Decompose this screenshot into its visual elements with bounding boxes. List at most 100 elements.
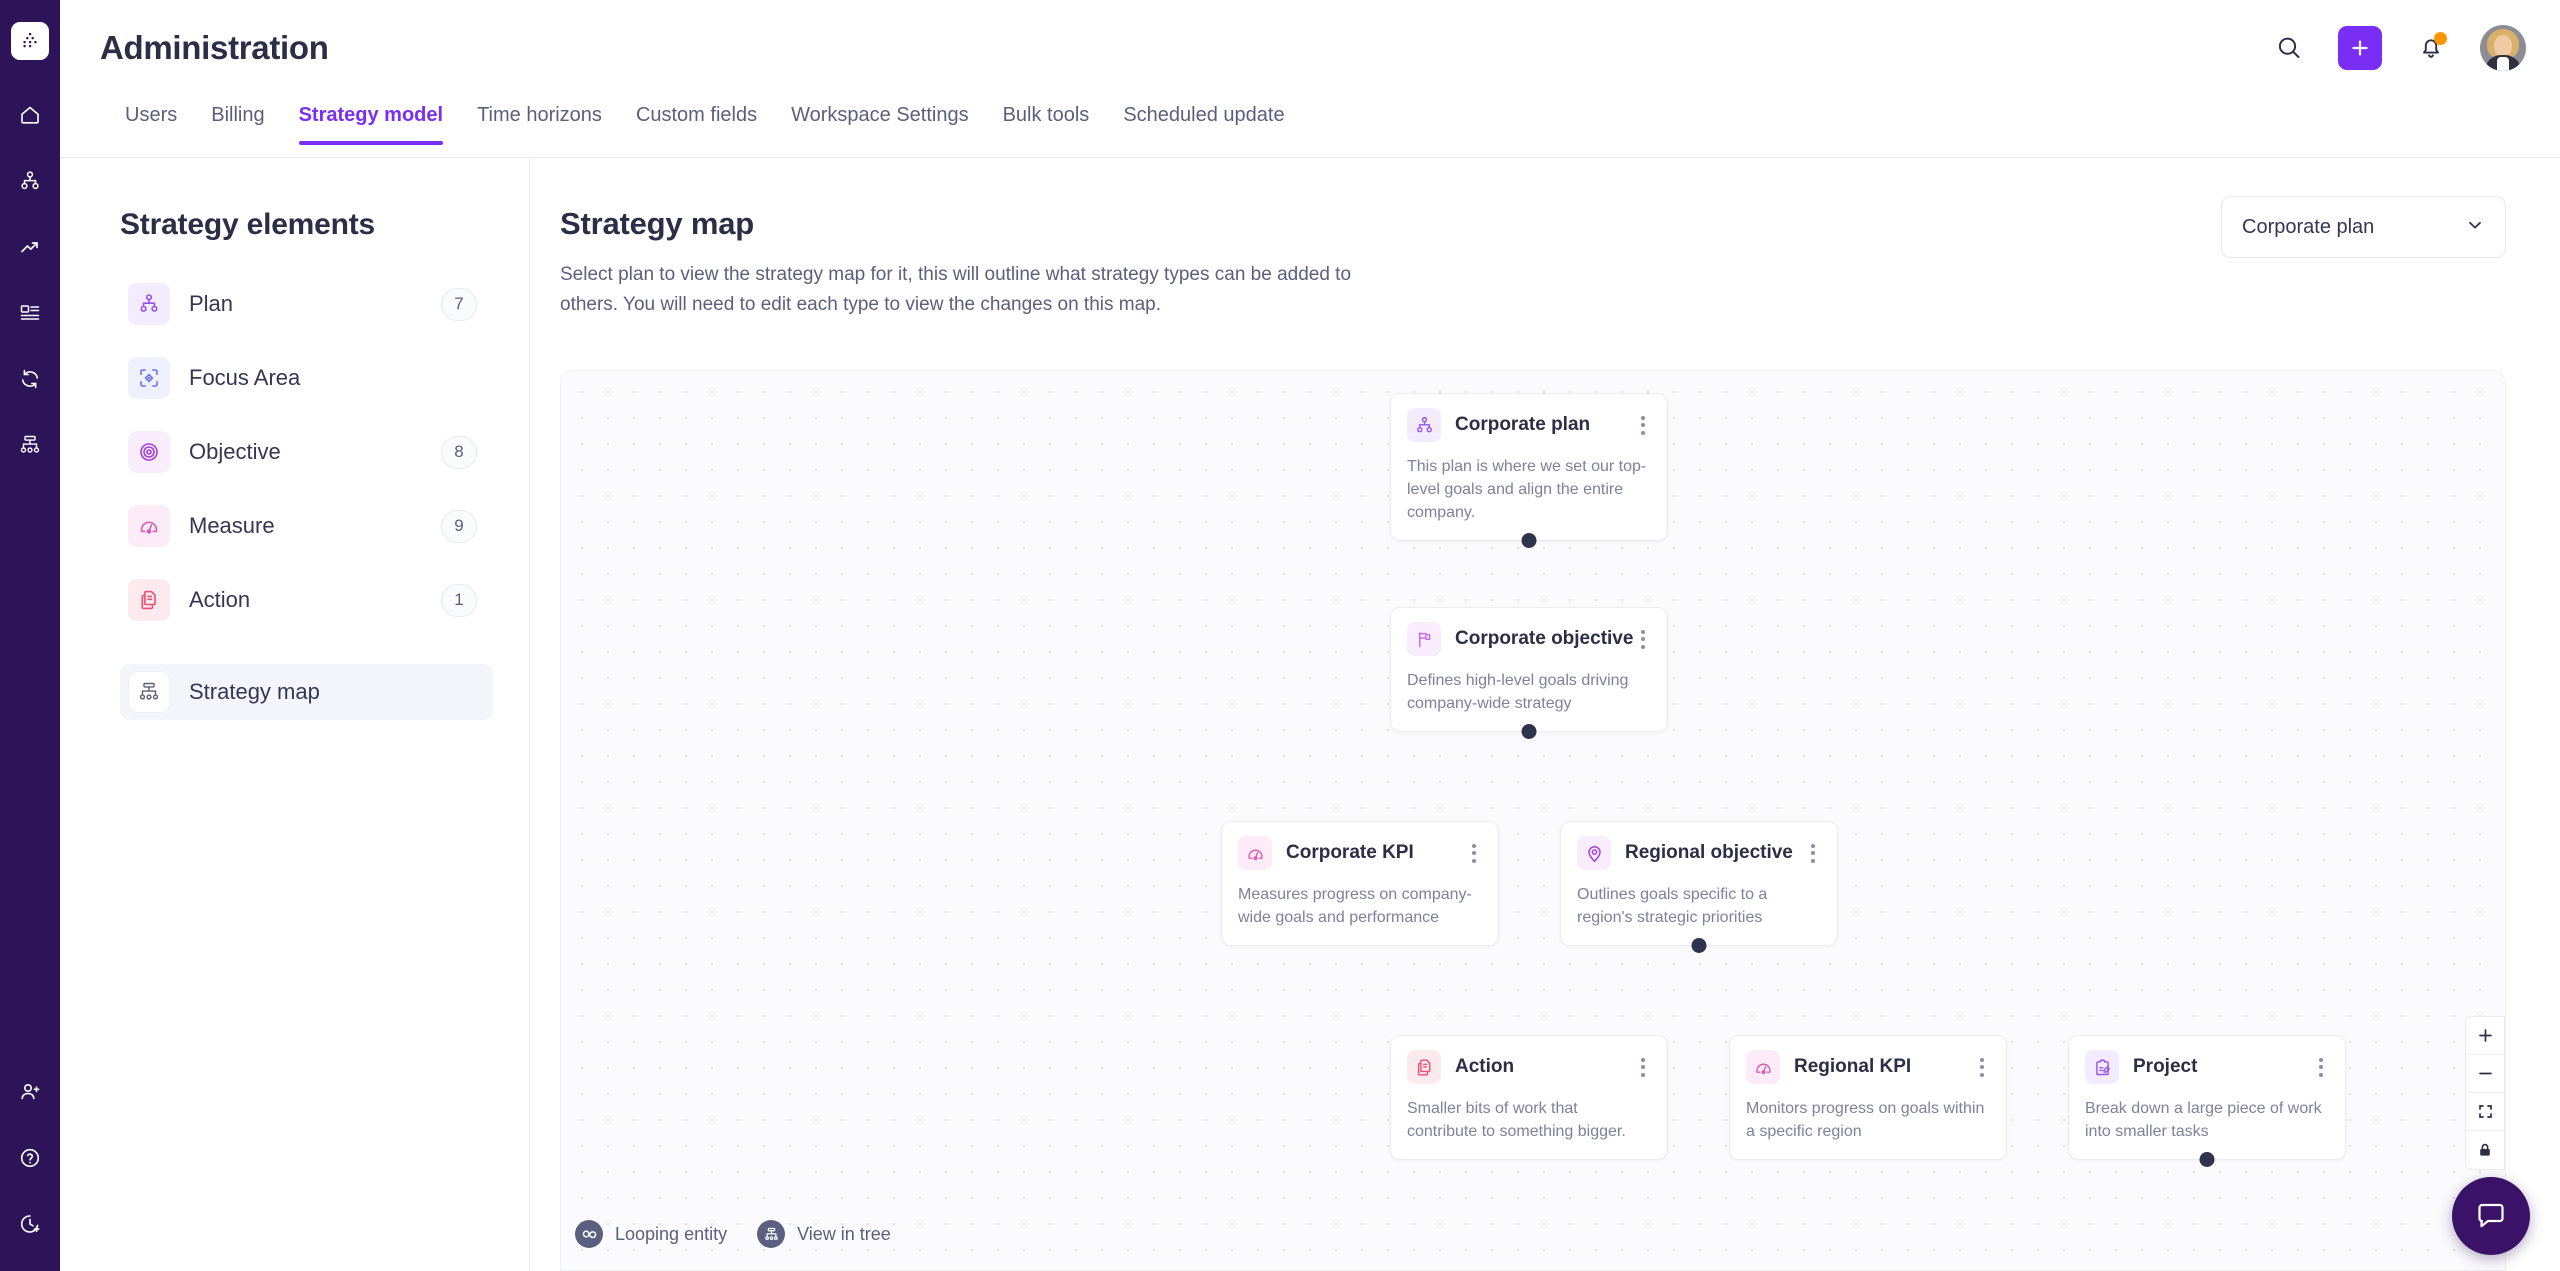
- tab-workspace-settings[interactable]: Workspace Settings: [774, 96, 986, 145]
- strategy-map-icon[interactable]: [17, 432, 43, 458]
- infinity-icon: [575, 1220, 603, 1248]
- sidebar-item-label: Action: [189, 587, 250, 613]
- strategy-elements-list: Plan7Focus AreaObjective8Measure9Action1: [120, 276, 493, 628]
- lock-canvas-button[interactable]: [2466, 1131, 2504, 1169]
- tab-bulk-tools[interactable]: Bulk tools: [986, 96, 1107, 145]
- app-rail: [0, 0, 60, 1271]
- tab-custom-fields[interactable]: Custom fields: [619, 96, 774, 145]
- project-icon: [2085, 1050, 2119, 1084]
- node-menu-icon[interactable]: [2313, 1054, 2329, 1081]
- node-title: Corporate objective: [1455, 628, 1633, 650]
- tab-time-horizons[interactable]: Time horizons: [460, 96, 619, 145]
- schedule-icon[interactable]: [17, 1211, 43, 1237]
- node-title: Corporate KPI: [1286, 842, 1414, 864]
- sidebar-item-count: 7: [441, 288, 477, 321]
- canvas-tool-looping-entity[interactable]: Looping entity: [575, 1220, 727, 1248]
- action-icon: [128, 579, 170, 621]
- node-title: Action: [1455, 1056, 1514, 1078]
- diagram-node-corporate-kpi[interactable]: Corporate KPI Measures progress on compa…: [1221, 821, 1499, 946]
- node-menu-icon[interactable]: [1635, 1054, 1651, 1081]
- create-button[interactable]: [2338, 26, 2382, 70]
- notification-badge: [2434, 32, 2447, 45]
- node-menu-icon[interactable]: [1974, 1054, 1990, 1081]
- chevron-down-icon: [2465, 215, 2485, 240]
- plan-icon: [1407, 408, 1441, 442]
- measure-icon: [128, 505, 170, 547]
- refresh-icon[interactable]: [17, 366, 43, 392]
- focus-area-icon: [128, 357, 170, 399]
- trending-up-icon[interactable]: [17, 234, 43, 260]
- header-actions: [2272, 25, 2526, 71]
- canvas-tool-label: Looping entity: [615, 1224, 727, 1245]
- home-icon[interactable]: [17, 102, 43, 128]
- node-menu-icon[interactable]: [1805, 840, 1821, 867]
- node-output-port[interactable]: [2200, 1152, 2215, 1167]
- node-description: Monitors progress on goals within a spec…: [1746, 1097, 1990, 1143]
- diagram-node-action[interactable]: Action Smaller bits of work that contrib…: [1390, 1035, 1668, 1160]
- zoom-out-button[interactable]: [2466, 1055, 2504, 1093]
- node-header: Action: [1407, 1050, 1651, 1084]
- page-title: Administration: [100, 29, 329, 67]
- bell-icon[interactable]: [2414, 31, 2448, 65]
- location-pin-icon: [1577, 836, 1611, 870]
- sidebar-item-label: Objective: [189, 439, 281, 465]
- node-header: Corporate plan: [1407, 408, 1651, 442]
- reports-icon[interactable]: [17, 300, 43, 326]
- sidebar-item-label: Focus Area: [189, 365, 300, 391]
- node-description: Measures progress on company-wide goals …: [1238, 883, 1482, 929]
- rail-primary-nav: [17, 102, 43, 458]
- diagram-node-regional-objective[interactable]: Regional objective Outlines goals specif…: [1560, 821, 1838, 946]
- diagram-node-corporate-plan[interactable]: Corporate plan This plan is where we set…: [1390, 393, 1668, 541]
- app-header: Administration: [60, 0, 2560, 96]
- add-user-icon[interactable]: [17, 1079, 43, 1105]
- search-icon[interactable]: [2272, 31, 2306, 65]
- node-menu-icon[interactable]: [1635, 626, 1651, 653]
- plan-select-value: Corporate plan: [2242, 216, 2374, 239]
- fit-view-button[interactable]: [2466, 1093, 2504, 1131]
- diagram-node-regional-kpi[interactable]: Regional KPI Monitors progress on goals …: [1729, 1035, 2007, 1160]
- node-title: Corporate plan: [1455, 414, 1590, 436]
- strategy-map-icon: [128, 671, 170, 713]
- canvas-tool-view-in-tree[interactable]: View in tree: [757, 1220, 891, 1248]
- tab-scheduled-update[interactable]: Scheduled update: [1106, 96, 1301, 145]
- tab-billing[interactable]: Billing: [194, 96, 281, 145]
- node-output-port[interactable]: [1522, 724, 1537, 739]
- node-header: Regional objective: [1577, 836, 1821, 870]
- sidebar-item-plan[interactable]: Plan7: [120, 276, 493, 332]
- node-menu-icon[interactable]: [1466, 840, 1482, 867]
- chat-button[interactable]: [2452, 1177, 2530, 1255]
- node-header: Corporate KPI: [1238, 836, 1482, 870]
- help-icon[interactable]: [17, 1145, 43, 1171]
- diagram-node-corporate-objective[interactable]: Corporate objective Defines high-level g…: [1390, 607, 1668, 732]
- strategy-elements-panel: Strategy elements Plan7Focus AreaObjecti…: [60, 158, 530, 1271]
- main-content: Strategy map Select plan to view the str…: [530, 158, 2560, 1271]
- sidebar-item-focus-area[interactable]: Focus Area: [120, 350, 493, 406]
- app-logo[interactable]: [11, 22, 49, 60]
- objective-icon: [128, 431, 170, 473]
- plan-icon: [128, 283, 170, 325]
- avatar[interactable]: [2480, 25, 2526, 71]
- action-icon: [1407, 1050, 1441, 1084]
- plan-select[interactable]: Corporate plan: [2221, 196, 2506, 258]
- sidebar-item-strategy-map[interactable]: Strategy map: [120, 664, 493, 720]
- sidebar-item-label: Strategy map: [189, 679, 320, 705]
- node-description: Defines high-level goals driving company…: [1407, 669, 1651, 715]
- strategy-map-canvas[interactable]: Corporate plan This plan is where we set…: [560, 370, 2506, 1271]
- plan-icon[interactable]: [17, 168, 43, 194]
- diagram-node-project[interactable]: Project Break down a large piece of work…: [2068, 1035, 2346, 1160]
- zoom-in-button[interactable]: [2466, 1017, 2504, 1055]
- sidebar-item-action[interactable]: Action1: [120, 572, 493, 628]
- sidebar-item-measure[interactable]: Measure9: [120, 498, 493, 554]
- tab-strategy-model[interactable]: Strategy model: [282, 96, 460, 145]
- tab-users[interactable]: Users: [108, 96, 194, 145]
- zoom-controls: [2465, 1016, 2505, 1170]
- node-menu-icon[interactable]: [1635, 412, 1651, 439]
- node-output-port[interactable]: [1692, 938, 1707, 953]
- node-description: This plan is where we set our top-level …: [1407, 455, 1651, 524]
- sidebar-item-objective[interactable]: Objective8: [120, 424, 493, 480]
- tree-view-icon: [757, 1220, 785, 1248]
- measure-icon: [1746, 1050, 1780, 1084]
- panel-title: Strategy elements: [120, 208, 493, 242]
- node-output-port[interactable]: [1522, 533, 1537, 548]
- canvas-tools: Looping entity View in tree: [575, 1220, 891, 1248]
